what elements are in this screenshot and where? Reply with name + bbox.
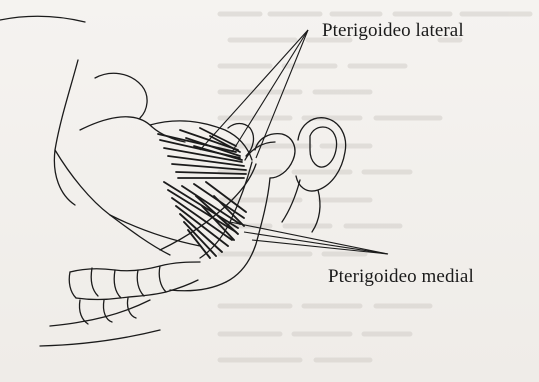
medial-pterygoid-fibers (164, 182, 246, 258)
mandible-body (50, 300, 150, 326)
lateral-pterygoid-fibers (158, 128, 246, 178)
tooth-3 (114, 270, 121, 298)
label-pterygoid-medial: Pterigoideo medial (328, 266, 474, 288)
zygomatic-arch (80, 117, 185, 142)
mandible-angle (170, 282, 226, 291)
tooth-1 (69, 272, 76, 298)
mandible-lower (40, 330, 160, 346)
external-ear-inner (310, 127, 337, 167)
styloid-process (282, 180, 300, 222)
tooth-5 (159, 266, 166, 292)
external-ear-outer (296, 118, 346, 191)
tooth-4 (137, 270, 144, 296)
condyle (255, 134, 295, 178)
lower-tooth-b (103, 300, 112, 322)
tooth-2 (91, 268, 98, 296)
upper-tooth-row (70, 262, 200, 272)
mastoid-curve (312, 190, 320, 232)
label-pterygoid-lateral: Pterigoideo lateral (322, 20, 464, 42)
orbit-curve (95, 73, 147, 118)
